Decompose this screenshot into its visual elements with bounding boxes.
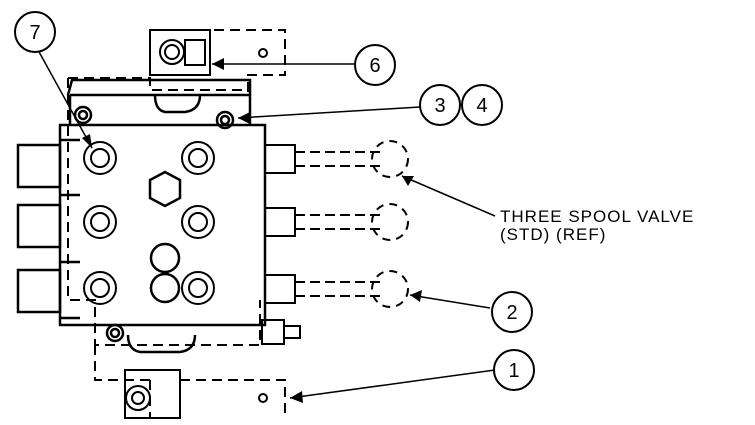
valve-label: THREE SPOOL VALVE (STD) (REF) bbox=[500, 207, 694, 244]
body-fittings bbox=[83, 141, 215, 305]
callout-6: 6 bbox=[354, 44, 396, 86]
callout-3-label: 3 bbox=[434, 95, 445, 117]
callout-1-label: 1 bbox=[508, 360, 519, 382]
valve-label-line1: THREE SPOOL VALVE bbox=[500, 207, 694, 226]
bracket-hole-bottom bbox=[258, 393, 268, 403]
callout-4-label: 4 bbox=[476, 95, 487, 117]
spool-outputs-right bbox=[264, 140, 409, 308]
top-bracket bbox=[149, 29, 268, 76]
handle-knob-bottom bbox=[371, 270, 409, 308]
leader-arrowheads bbox=[82, 58, 422, 403]
callout-1: 1 bbox=[493, 349, 535, 391]
callout-4: 4 bbox=[461, 84, 503, 126]
handle-knob-top bbox=[371, 140, 409, 178]
mount-bolt-3-4 bbox=[215, 110, 235, 130]
valve-label-line2: (STD) (REF) bbox=[500, 225, 606, 244]
fitting-7 bbox=[83, 141, 117, 175]
callout-3: 3 bbox=[419, 84, 461, 126]
callout-7: 7 bbox=[14, 11, 56, 53]
callout-2-label: 2 bbox=[506, 302, 517, 324]
leader-lines bbox=[37, 49, 496, 399]
callout-2: 2 bbox=[491, 291, 533, 333]
bracket-hole-top bbox=[258, 48, 268, 58]
relief-fitting bbox=[261, 319, 301, 345]
callout-6-label: 6 bbox=[369, 55, 380, 77]
valve-body bbox=[58, 78, 267, 354]
spool-ends-left bbox=[16, 138, 80, 320]
handle-knob-middle bbox=[371, 203, 409, 241]
bottom-bracket bbox=[124, 369, 268, 419]
mounting-outline bbox=[67, 29, 286, 418]
callout-7-label: 7 bbox=[29, 22, 40, 44]
